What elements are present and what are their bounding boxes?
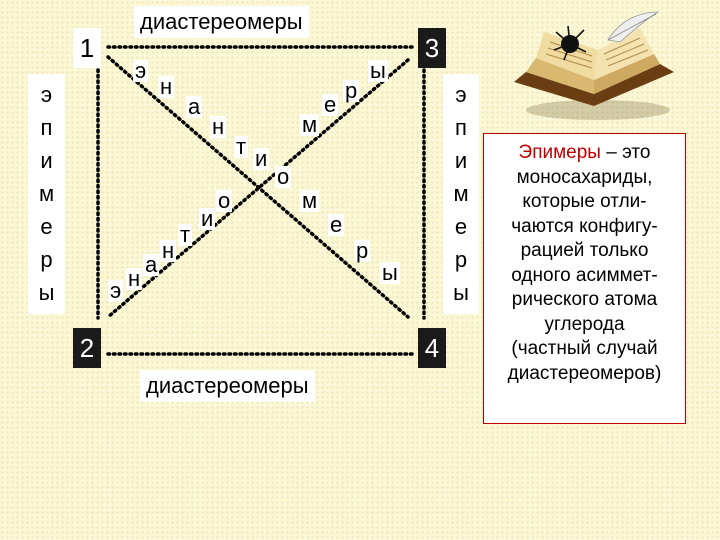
left-letter: е <box>40 214 53 240</box>
right-letter: п <box>455 114 467 140</box>
main-diagonal-letter: н <box>210 114 227 139</box>
corner-number-3: 3 <box>418 28 446 68</box>
main-diagonal-letter: а <box>186 94 203 119</box>
anti-diagonal-letter: р <box>343 78 360 103</box>
anti-diagonal-letter: ы <box>368 58 388 83</box>
open-book-icon <box>514 11 674 120</box>
anti-diagonal-letter: м <box>300 112 320 137</box>
corner-number-2: 2 <box>73 328 101 368</box>
left-epimers-label: э п и м е р ы <box>28 74 65 314</box>
right-letter: м <box>453 180 469 206</box>
left-letter: п <box>40 114 53 140</box>
right-letter: р <box>454 247 468 273</box>
right-letter: е <box>454 214 468 240</box>
main-diagonal-letter: т <box>234 134 249 159</box>
main-diagonal-letter: ы <box>380 260 400 285</box>
anti-diagonal-letter: э <box>108 278 124 303</box>
definition-line: которые отли- <box>522 191 647 212</box>
definition-line: диастереомеров) <box>507 362 662 384</box>
epimers-definition-box: Эпимеры – это моносахариды, которые отли… <box>483 133 686 424</box>
corner-number-4: 4 <box>418 328 446 368</box>
right-letter: и <box>454 147 468 173</box>
main-diagonal-letter: э <box>133 58 149 83</box>
right-letter: э <box>455 81 467 107</box>
left-letter: и <box>40 147 53 173</box>
definition-line: (частный случай <box>511 338 658 359</box>
epimers-term: Эпимеры <box>518 142 601 163</box>
definition-line: рацией только <box>520 240 649 261</box>
definition-line: моносахариды, <box>516 166 653 188</box>
anti-diagonal-letter: е <box>322 92 339 117</box>
left-letter: р <box>40 247 53 273</box>
anti-diagonal-letter: н <box>160 238 177 263</box>
definition-line: рического атома <box>511 289 658 310</box>
anti-diagonal-letter: н <box>126 266 143 291</box>
definition-dash: – это <box>600 142 651 163</box>
top-diastereomers-label: диастереомеры <box>134 6 309 38</box>
main-dotted-diagonal <box>106 55 410 319</box>
anti-diagonal-letter: а <box>143 252 160 277</box>
anti-diagonal-letter: т <box>178 222 193 247</box>
main-diagonal-letter: р <box>354 238 371 263</box>
definition-line: углерода <box>544 313 625 335</box>
ink-blot-icon <box>553 25 587 61</box>
main-diagonal-letter: о <box>275 164 292 189</box>
main-diagonal-letter: и <box>253 146 270 171</box>
right-epimers-label: э п и м е р ы <box>443 74 479 314</box>
definition-first-line: Эпимеры – это <box>487 141 682 166</box>
anti-diagonal-letter: о <box>216 188 233 213</box>
main-diagonal-letter: е <box>328 212 345 237</box>
main-diagonal-letter: м <box>300 188 320 213</box>
corner-number-1: 1 <box>73 28 101 68</box>
definition-line: одного асиммет- <box>511 264 658 286</box>
left-letter: э <box>40 81 53 107</box>
left-letter: ы <box>38 280 55 306</box>
left-letter: м <box>38 180 55 206</box>
bottom-diastereomers-label: диастереомеры <box>140 370 315 402</box>
main-diagonal-letter: н <box>158 74 175 99</box>
quill-pen-icon <box>607 11 660 43</box>
definition-line: чаются конфигу- <box>511 215 658 237</box>
right-letter: ы <box>453 280 469 306</box>
anti-diagonal-letter: и <box>199 206 216 231</box>
